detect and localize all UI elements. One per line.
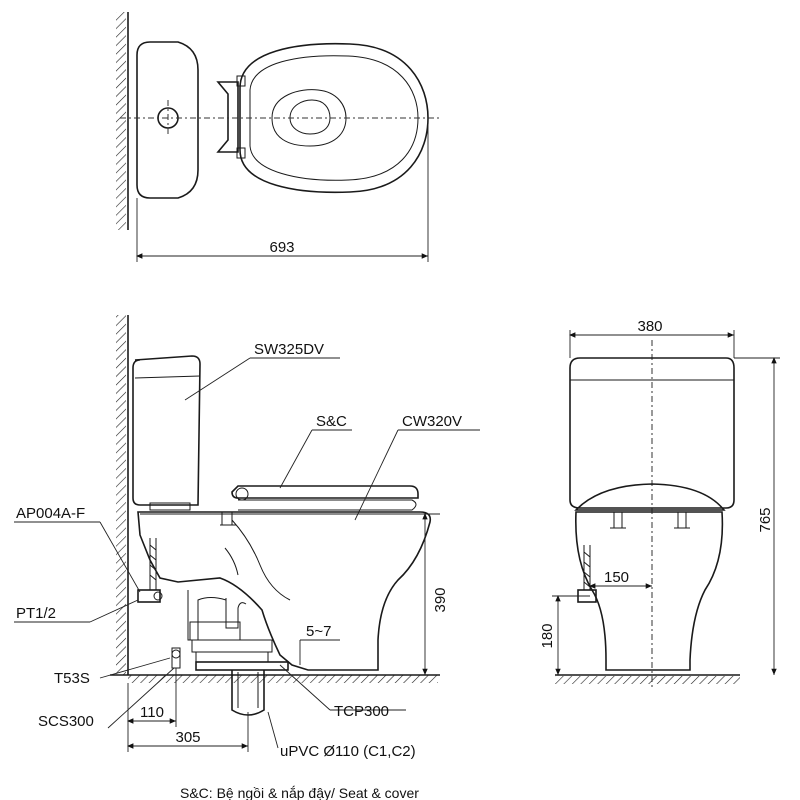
front-view: 380 765 150 180	[539, 318, 780, 690]
leader-valve	[99, 521, 141, 593]
leader-outlet	[279, 664, 331, 711]
leader-tank	[184, 357, 251, 401]
side-drain-inner	[187, 590, 227, 641]
side-stop-knob	[153, 591, 163, 601]
label-flange: SCS300	[38, 713, 94, 730]
side-lid	[231, 485, 419, 499]
leader-thread	[89, 599, 139, 623]
top-tank-outline	[136, 41, 199, 199]
side-height-dim: 390	[432, 587, 449, 612]
dim-rough-in: 305	[175, 729, 200, 746]
top-trap	[289, 99, 331, 135]
top-width-dim: 693	[269, 239, 294, 256]
front-supply-offset: 150	[604, 569, 629, 586]
side-floor-anchor	[171, 647, 181, 669]
side-bolt	[220, 512, 236, 526]
top-hinge	[216, 81, 239, 153]
side-view: 390 5~7 110 305 SW325DV S&C CW320V AP004…	[14, 315, 480, 760]
dim-offset: 110	[140, 704, 164, 721]
side-drain-inner-2	[225, 598, 247, 629]
leader-flange	[107, 667, 175, 729]
front-supply-height: 180	[539, 623, 556, 648]
front-width-dim: 380	[637, 318, 662, 335]
label-outlet: TCP300	[334, 703, 389, 720]
front-bolt-2	[674, 512, 690, 529]
side-floor-hatch	[128, 675, 438, 683]
side-bowl-outline	[137, 511, 432, 671]
leader-seat	[279, 429, 313, 489]
label-pipe: uPVC Ø110 (C1,C2)	[280, 743, 416, 760]
label-valve: AP004A-F	[16, 505, 85, 522]
side-wall-hatch	[116, 315, 126, 675]
label-seat: S&C	[316, 413, 347, 430]
side-supply-hose	[149, 538, 157, 590]
front-seat	[574, 483, 726, 511]
top-wall-hatch	[116, 12, 126, 230]
side-tank-outline	[132, 355, 201, 506]
leader-pipe	[267, 711, 279, 749]
top-hinge-bolt-1	[236, 75, 246, 87]
side-trap-curve	[231, 519, 291, 601]
label-tank: SW325DV	[254, 341, 324, 358]
label-thread: PT1/2	[16, 605, 56, 622]
label-hose: T53S	[54, 670, 90, 687]
front-supply-braid	[583, 551, 591, 588]
side-outlet-plate	[195, 661, 289, 671]
side-supply-braid	[149, 544, 157, 581]
side-hinge	[235, 487, 249, 501]
caption: S&C: Bệ ngồi & nắp đậy/ Seat & cover	[180, 785, 419, 800]
side-flange-2	[195, 651, 269, 663]
side-seat	[238, 499, 417, 511]
front-height-dim: 765	[757, 507, 774, 532]
front-bolt-1	[610, 512, 626, 529]
leader-bowl	[354, 429, 399, 521]
leader-hose	[99, 657, 171, 679]
side-tank-base	[149, 502, 191, 511]
gap-label: 5~7	[306, 623, 331, 640]
side-tank-lid-line	[134, 375, 201, 379]
front-tank-outline	[569, 357, 735, 509]
front-floor-hatch	[555, 676, 740, 684]
side-flange	[191, 639, 273, 653]
side-anchor-head	[171, 649, 181, 659]
top-view: 693	[116, 12, 440, 262]
side-trap-curve-2	[224, 547, 239, 576]
front-bowl	[575, 511, 724, 671]
label-bowl: CW320V	[402, 413, 462, 430]
side-stop-valve	[137, 589, 161, 603]
